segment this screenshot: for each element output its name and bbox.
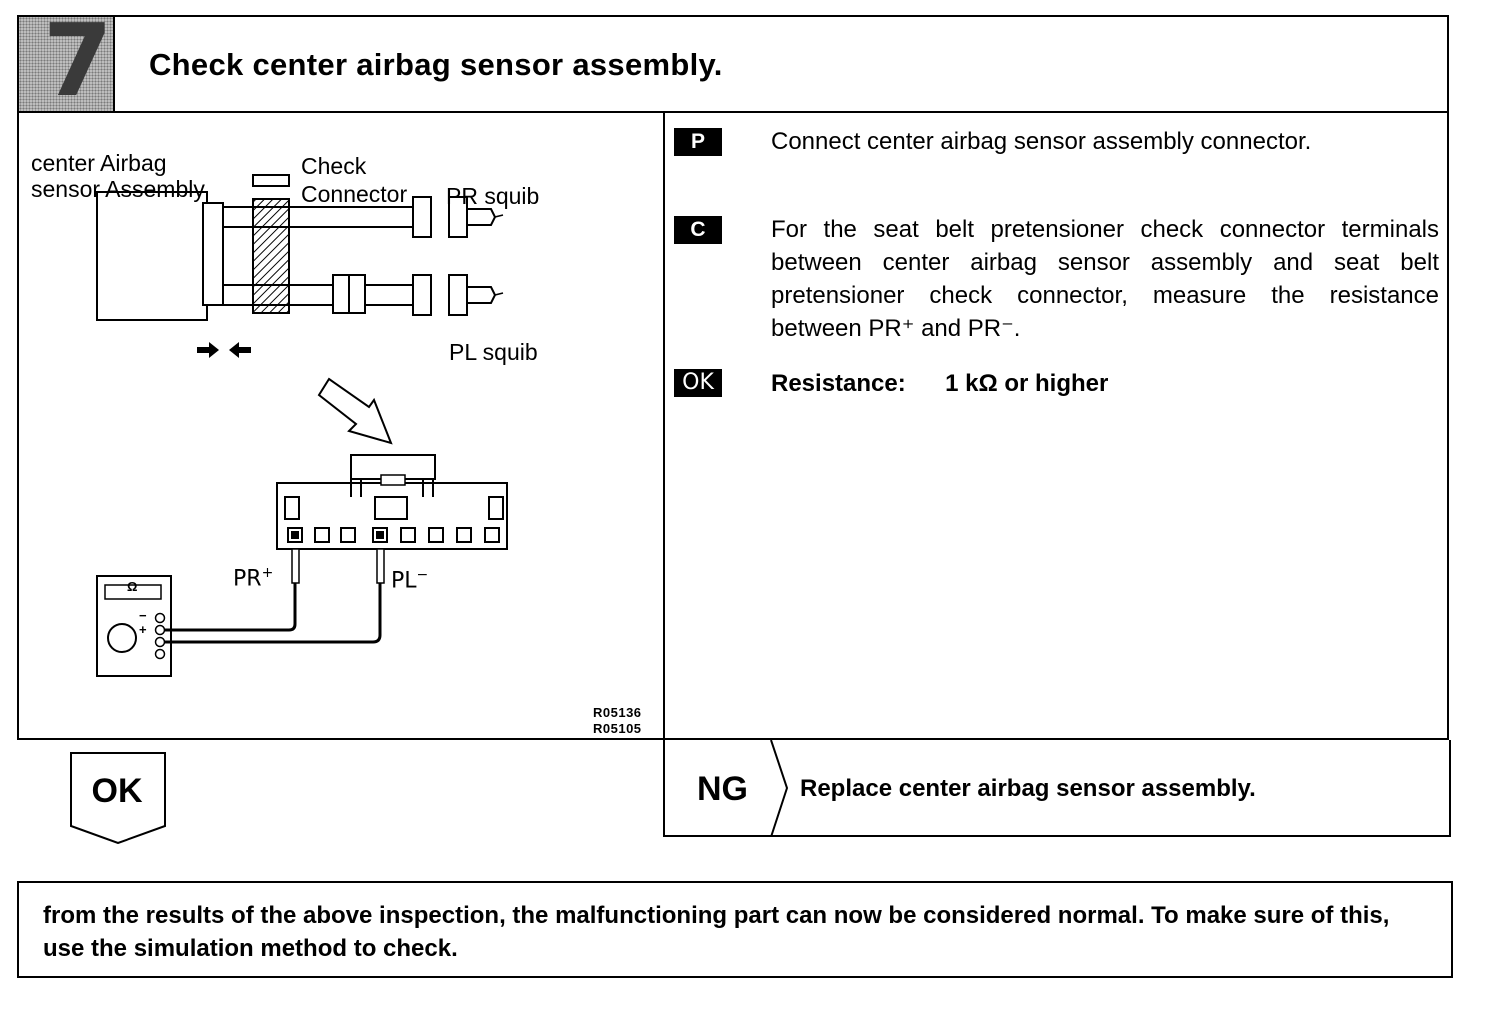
step-number-badge: 7 [19, 17, 115, 111]
step-number: 7 [43, 17, 113, 111]
ng-chevron-icon [770, 740, 789, 837]
ok-result-label: OK [91, 772, 143, 810]
inspection-step-frame: 7 Check center airbag sensor assembly. [17, 15, 1449, 740]
label-pl-squib: PL squib [449, 339, 538, 365]
check-connector-hatched [252, 198, 290, 314]
inline-connector-right [348, 274, 366, 314]
pointer-arrow [317, 377, 393, 445]
pr-squib [448, 196, 504, 238]
meter-plus: + [139, 622, 147, 637]
probe-pr [291, 548, 300, 613]
ohm-symbol: Ω [127, 579, 138, 594]
harness-bottom [222, 284, 414, 306]
label-check-line2: Connector [301, 181, 408, 207]
test-lead-pr [165, 613, 297, 632]
step-header: 7 Check center airbag sensor assembly. [19, 17, 1447, 113]
check-connector-legend [252, 174, 290, 187]
wiring-diagram [96, 174, 508, 677]
pr-connector [412, 196, 432, 238]
label-pr-squib: PR squib [446, 183, 540, 209]
note-box: from the results of the above inspection… [17, 881, 1453, 978]
disconnect-arrows [197, 342, 251, 358]
sensor-connector [202, 202, 224, 306]
step-title: Check center airbag sensor assembly. [149, 47, 723, 82]
ok-spec-label: Resistance: [771, 370, 906, 397]
ref-code-1: R05136 [593, 705, 642, 720]
note-text: from the results of the above inspection… [43, 902, 1390, 962]
ok-spec: Resistance: 1 kΩ or higher [771, 367, 1439, 400]
label-pr-plus: PR+ [233, 565, 274, 592]
ng-result-label: NG [697, 770, 748, 808]
connector-terminals [287, 527, 500, 543]
ok-spec-value: 1 kΩ or higher [945, 370, 1109, 397]
prepare-tag: P [674, 128, 722, 156]
label-check-line1: Check [301, 153, 367, 179]
probe-pl [376, 548, 385, 623]
ohmmeter [96, 575, 172, 677]
pl-connector [412, 274, 432, 316]
harness-top [222, 206, 414, 228]
label-pl-minus: PL− [391, 567, 429, 594]
check-tag: C [674, 216, 722, 244]
check-text: For the seat belt pretensioner check con… [771, 216, 1439, 342]
prepare-text: Connect center airbag sensor assembly co… [771, 128, 1312, 155]
wiring-diagram-panel: center Airbag sensor Assembly Check Conn… [19, 113, 665, 740]
instructions-panel: P Connect center airbag sensor assembly … [667, 113, 1449, 740]
inline-connector-left [332, 274, 350, 314]
ng-result-frame: NG Replace center airbag sensor assembly… [663, 740, 1451, 837]
sensor-assembly-box [96, 191, 208, 321]
pl-squib [448, 274, 504, 316]
label-sensor-line1: center Airbag [31, 150, 167, 176]
ok-result-box: OK [70, 752, 166, 844]
meter-minus: − [139, 608, 147, 623]
test-lead-pl [165, 623, 382, 644]
ng-result-text: Replace center airbag sensor assembly. [800, 775, 1256, 802]
label-sensor-line2: sensor Assembly [31, 176, 205, 202]
ref-code-2: R05105 [593, 721, 642, 736]
connector-face [276, 454, 508, 550]
ok-tag: OK [674, 369, 722, 397]
